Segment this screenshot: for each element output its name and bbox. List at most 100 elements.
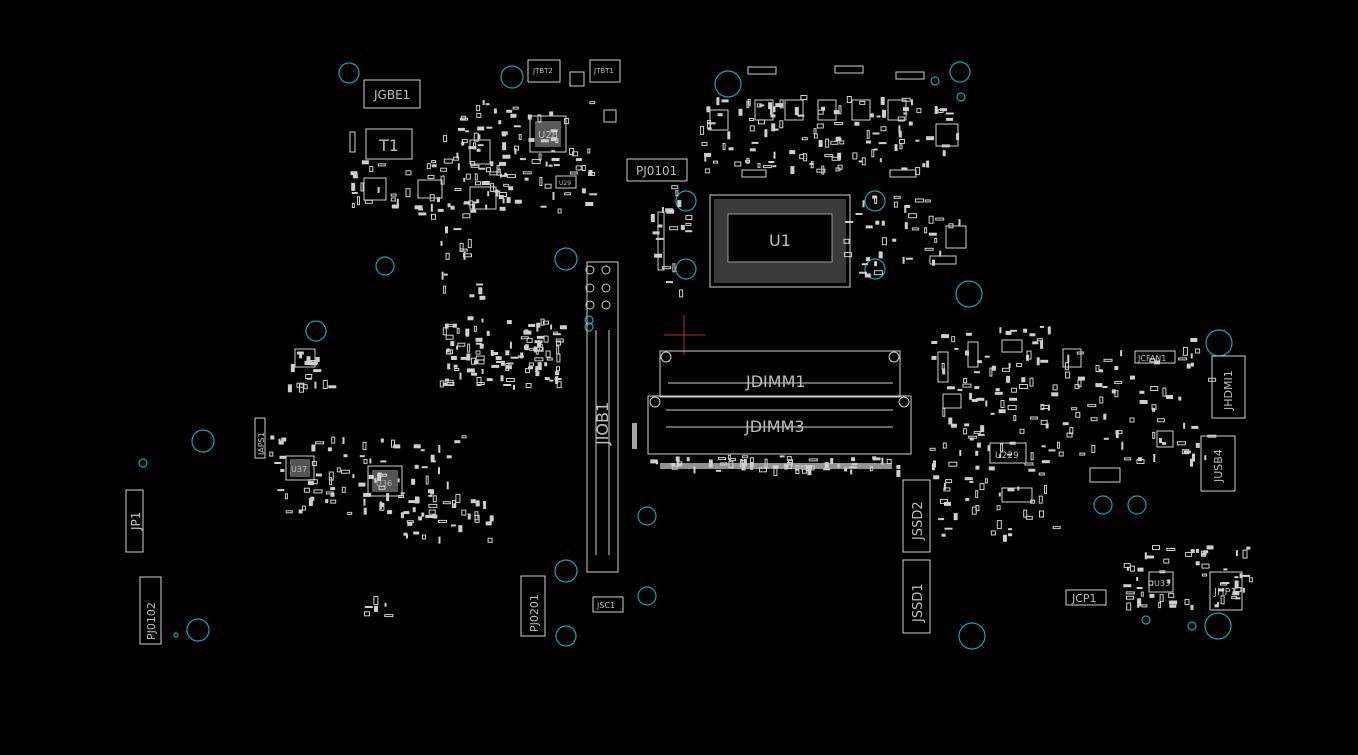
smd-part — [491, 364, 500, 368]
smd-part — [453, 228, 462, 231]
u37-outline — [285, 455, 315, 481]
smd-part — [1016, 362, 1023, 367]
smd-part — [915, 167, 921, 176]
smd-part — [821, 106, 825, 111]
u29-label: U29 — [559, 180, 571, 187]
smd-part — [298, 509, 303, 514]
inductor-outline — [889, 169, 917, 178]
smd-part — [1203, 550, 1209, 554]
smd-part — [1192, 453, 1195, 462]
ic-outline — [935, 123, 959, 147]
smd-part — [452, 500, 456, 508]
smd-part — [479, 343, 484, 349]
smd-part — [1017, 486, 1020, 491]
smd-part — [527, 114, 532, 120]
smd-part — [306, 359, 309, 365]
smd-part — [510, 356, 519, 359]
smd-part — [772, 165, 777, 168]
smd-part — [775, 103, 784, 108]
smd-part — [1075, 411, 1081, 418]
smd-part — [588, 172, 596, 176]
smd-part — [535, 366, 539, 373]
mounting-hole — [1205, 329, 1233, 357]
smd-part — [437, 208, 444, 212]
smd-part — [764, 458, 768, 468]
smd-part — [1002, 534, 1007, 542]
smd-part — [387, 510, 393, 515]
mounting-hole — [1204, 612, 1232, 640]
jcp1-outline — [1065, 589, 1107, 606]
smd-part — [1126, 602, 1132, 611]
smd-part — [360, 182, 364, 192]
smd-part — [379, 501, 382, 510]
smd-part — [764, 129, 768, 138]
smd-part — [1242, 587, 1245, 593]
smd-part — [545, 350, 551, 358]
smd-part — [510, 113, 517, 118]
pj0102-outline — [139, 576, 162, 645]
smd-part — [1023, 509, 1028, 518]
smd-part — [881, 457, 884, 465]
smd-part — [851, 457, 855, 462]
smd-part — [671, 463, 675, 466]
smd-part — [476, 377, 482, 386]
smd-part — [771, 128, 779, 131]
smd-part — [904, 206, 907, 213]
smd-part — [1123, 584, 1132, 588]
smd-part — [850, 469, 853, 475]
smd-part — [475, 342, 482, 345]
smd-part — [457, 163, 460, 171]
smd-part — [431, 164, 437, 168]
smd-part — [440, 175, 445, 185]
smd-part — [466, 368, 475, 373]
smd-part — [928, 232, 937, 236]
smd-part — [313, 489, 323, 494]
smd-part — [839, 140, 845, 145]
smd-part — [806, 465, 813, 470]
smd-part — [911, 99, 913, 106]
jiob1-outline — [586, 261, 619, 573]
smd-part — [503, 384, 512, 386]
smd-part — [987, 445, 991, 452]
smd-part — [330, 487, 336, 491]
smd-part — [654, 253, 663, 258]
smd-part — [996, 505, 1001, 511]
mounting-hole — [864, 258, 886, 280]
smd-part — [352, 474, 355, 479]
smd-part — [790, 166, 795, 175]
smd-part — [508, 186, 514, 191]
smd-part — [834, 122, 844, 125]
smd-part — [859, 271, 867, 274]
smd-part — [928, 215, 934, 224]
smd-part — [467, 238, 472, 248]
smd-part — [556, 381, 562, 389]
smd-part — [514, 148, 517, 153]
smd-part — [904, 205, 911, 208]
smd-part — [499, 161, 507, 166]
mounting-hole — [500, 65, 524, 89]
smd-part — [1166, 548, 1176, 551]
smd-part — [933, 460, 936, 468]
smd-part — [501, 134, 506, 137]
smd-part — [450, 356, 457, 360]
mounting-hole — [930, 76, 940, 86]
smd-part — [281, 437, 287, 442]
smd-part — [945, 112, 954, 115]
smd-part — [538, 153, 542, 161]
smd-part — [390, 197, 396, 202]
ic-outline — [363, 177, 387, 201]
smd-part — [486, 330, 490, 336]
ic-outline — [469, 139, 491, 165]
smd-part — [1102, 386, 1108, 388]
smd-part — [390, 193, 397, 197]
smd-part — [797, 114, 805, 117]
smd-part — [808, 458, 818, 462]
smd-part — [716, 469, 721, 472]
japs1-label: JAPS1 — [257, 432, 266, 456]
smd-part — [552, 191, 555, 200]
smd-part — [1190, 338, 1198, 342]
smd-part — [553, 331, 559, 335]
smd-part — [728, 461, 734, 469]
smd-part — [931, 355, 937, 360]
smd-part — [975, 450, 979, 456]
